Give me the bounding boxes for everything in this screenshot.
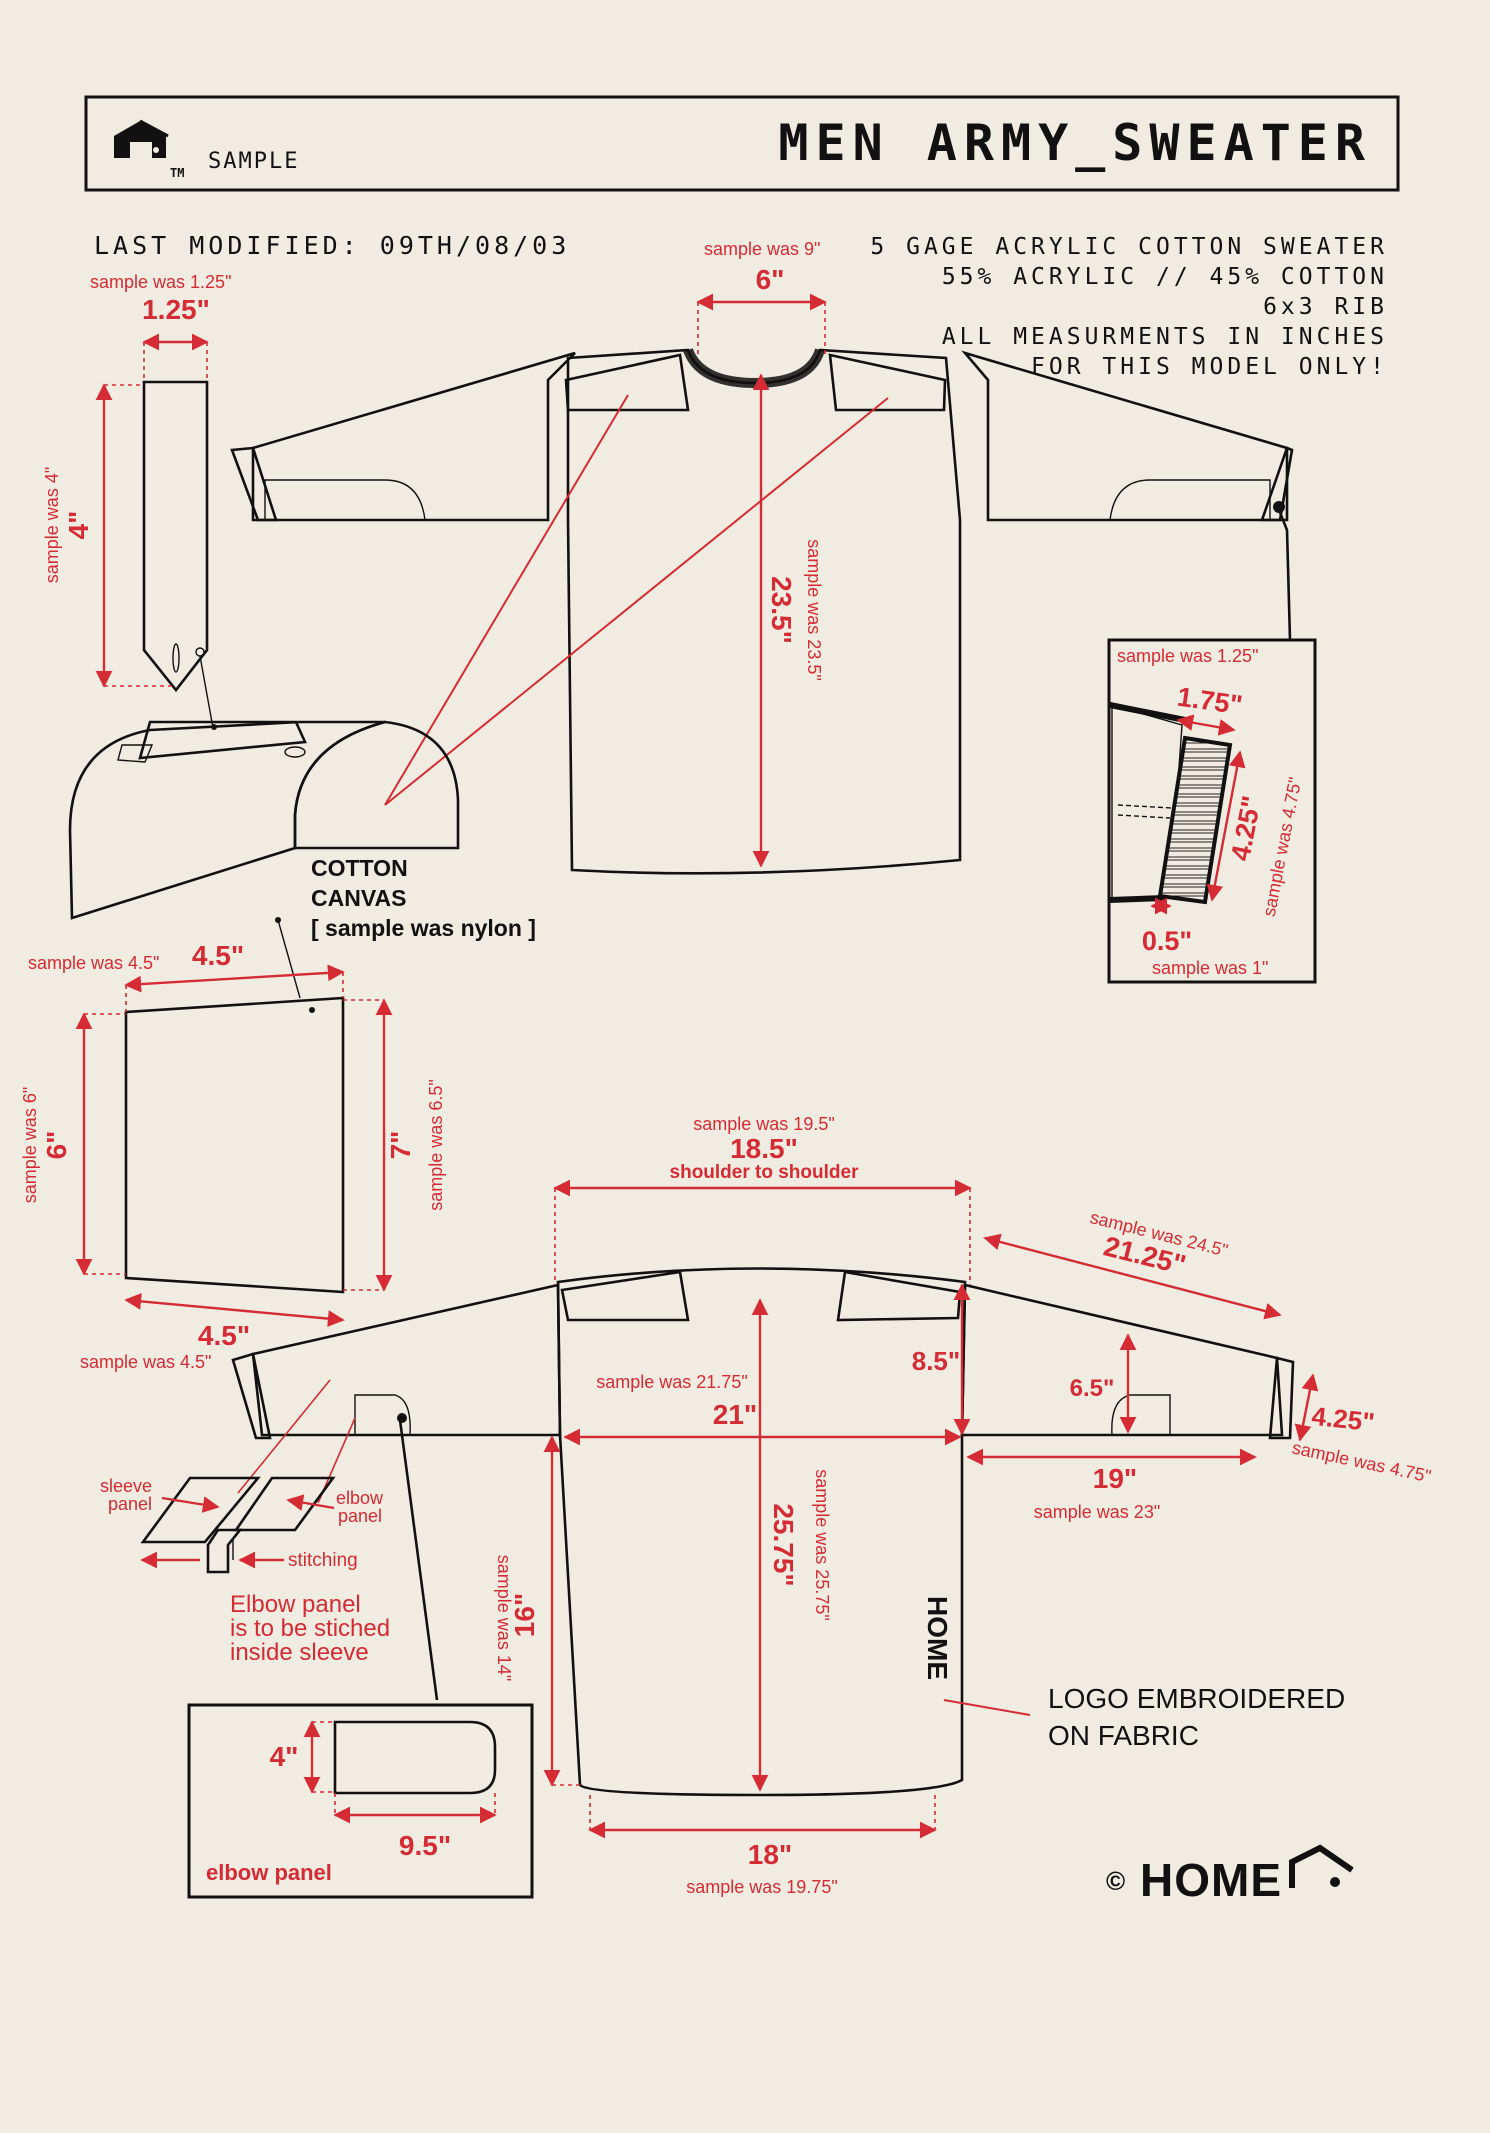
instruction-line-3: inside sleeve (230, 1639, 369, 1666)
elbow-height-value: 6.5" (1070, 1375, 1115, 1402)
front-epaulette-right (828, 353, 947, 412)
back-length-value: 25.75" (768, 1503, 799, 1586)
material-line-2: CANVAS (311, 885, 406, 911)
epaulette-flat (142, 380, 214, 729)
cuff-top-value: 1.75" (1175, 682, 1244, 721)
elbow-height-dim: 4" (270, 1741, 299, 1772)
elbow-panel-label-1: elbow (336, 1488, 384, 1508)
front-epaulette-left (564, 353, 690, 412)
epaulette-width-value: 1.25" (142, 294, 210, 325)
cuff-detail (1109, 702, 1233, 905)
side-length-value: 16" (509, 1593, 540, 1637)
cuff-detail-frame (1107, 638, 1317, 984)
instruction-line-1: Elbow panel (230, 1591, 361, 1618)
material-line-1: COTTON (311, 855, 408, 881)
brand-house-icon (1289, 1844, 1354, 1888)
epaulette-height-value: 4" (63, 511, 94, 540)
chest-sample: sample was 21.75" (596, 1372, 747, 1392)
epaulette-height-sample: sample was 4" (42, 467, 62, 583)
patch-top-value: 4.5" (192, 940, 244, 971)
elbow-patch-flat (124, 996, 345, 1294)
patch-left-sample: sample was 6" (20, 1087, 40, 1203)
elbow-panel-shape (333, 1720, 497, 1795)
sweater-back-logo: HOME (922, 1596, 953, 1680)
instruction-line-2: is to be stiched (230, 1615, 390, 1642)
shoulder-value: 18.5" (730, 1133, 798, 1164)
last-modified: LAST MODIFIED: 09TH/08/03 (94, 231, 570, 260)
sleeve-panel-label-2: panel (108, 1494, 152, 1514)
cuff-width-value: 4.25" (1310, 1401, 1376, 1437)
cuff-bottom-sample: sample was 1" (1152, 958, 1268, 978)
house-logo-icon (114, 119, 169, 158)
sleeve-panel-label-1: sleeve (100, 1476, 152, 1496)
epaulette-width-sample: sample was 1.25" (90, 272, 231, 292)
cuff-width-sample: sample was 4.75" (1290, 1437, 1433, 1486)
side-length-sample: sample was 14" (494, 1555, 514, 1681)
shoulder-canvas-shape (68, 720, 460, 920)
cuff-top-sample: sample was 1.25" (1117, 646, 1258, 666)
patch-left-value: 6" (41, 1131, 72, 1160)
brand-logo: HOME (1140, 1854, 1282, 1906)
elbow-panel-frame (187, 1703, 534, 1899)
patch-right-sample: sample was 6.5" (426, 1079, 446, 1210)
elbow-panel-label-2: panel (338, 1506, 382, 1526)
elbow-width-dim: 9.5" (399, 1830, 451, 1861)
back-length-sample: sample was 25.75" (812, 1469, 832, 1620)
spec-line: 5 GAGE ACRYLIC COTTON SWEATER (870, 234, 1388, 260)
logo-note-line-1: LOGO EMBROIDERED (1048, 1683, 1345, 1714)
body-length-sample: sample was 23.5" (804, 539, 824, 680)
lower-sleeve-sample: sample was 23" (1034, 1502, 1160, 1522)
stitch-detail-diagram (140, 1476, 336, 1574)
chest-value: 21" (713, 1399, 757, 1430)
lower-sleeve-value: 19" (1093, 1463, 1137, 1494)
trademark-mark: TM (170, 166, 184, 180)
patch-bottom-value: 4.5" (198, 1320, 250, 1351)
material-line-3: [ sample was nylon ] (311, 915, 536, 941)
cuff-side-value: 4.25" (1225, 793, 1267, 863)
patch-bottom-sample: sample was 4.5" (80, 1352, 211, 1372)
spec-block: 5 GAGE ACRYLIC COTTON SWEATER 55% ACRYLI… (870, 234, 1388, 380)
stitching-label: stitching (288, 1550, 358, 1571)
copyright-mark: © (1106, 1866, 1125, 1896)
logo-note-line-2: ON FABRIC (1048, 1720, 1199, 1751)
header-frame (84, 95, 1400, 192)
patch-top-sample: sample was 4.5" (28, 953, 159, 973)
page-title: MEN ARMY_SWEATER (778, 114, 1372, 172)
neck-width-value: 6" (756, 264, 785, 295)
spec-line: ALL MEASURMENTS IN INCHES (942, 324, 1388, 350)
armhole-value: 8.5" (912, 1346, 960, 1376)
elbow-panel-caption: elbow panel (206, 1860, 332, 1885)
patch-right-value: 7" (385, 1131, 416, 1160)
back-sweater (231, 1267, 1295, 1797)
body-length-value: 23.5" (766, 576, 797, 644)
spec-line: 55% ACRYLIC // 45% COTTON (942, 264, 1388, 290)
cuff-bottom-value: 0.5" (1142, 926, 1192, 956)
hem-width-value: 18" (748, 1839, 792, 1870)
spec-line: FOR THIS MODEL ONLY! (1031, 354, 1388, 380)
shoulder-label: shoulder to shoulder (670, 1162, 860, 1183)
neck-sample-text: sample was 9" (704, 239, 820, 259)
cuff-side-sample: sample was 4.75" (1259, 776, 1306, 919)
sample-label: SAMPLE (208, 149, 299, 174)
spec-line: 6x3 RIB (1263, 294, 1388, 320)
hem-width-sample: sample was 19.75" (686, 1877, 837, 1897)
shoulder-sample: sample was 19.5" (693, 1114, 834, 1134)
